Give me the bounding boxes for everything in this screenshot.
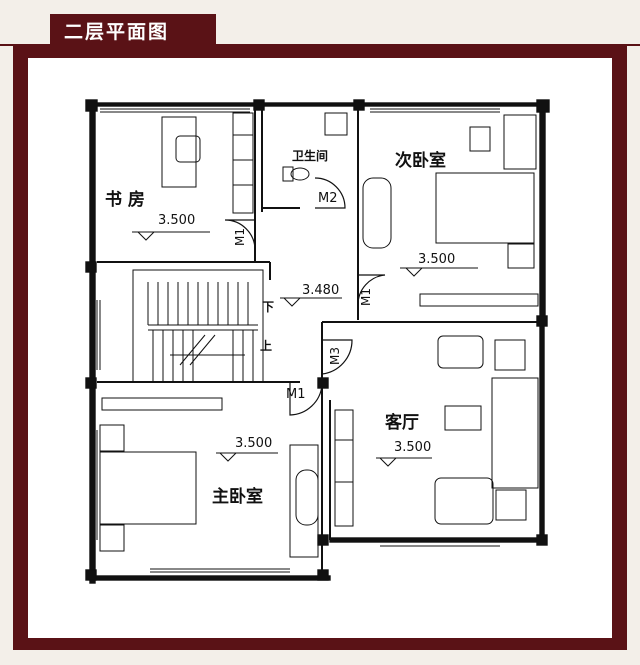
elevation-second-bedroom: 3.500 — [418, 252, 455, 267]
page-title: 二层平面图 — [50, 14, 216, 46]
door-label-living: M3 — [328, 347, 342, 365]
room-label-living: 客厅 — [384, 412, 419, 433]
bathroom-fixtures — [282, 112, 348, 182]
stair-down-label: 下 — [262, 300, 274, 314]
room-label-bathroom: 卫生间 — [292, 148, 328, 163]
elevation-master-bedroom: 3.500 — [235, 436, 272, 451]
study-furniture — [161, 112, 254, 214]
stair-up-label: 上 — [260, 338, 272, 353]
door-label-study: M1 — [233, 228, 247, 246]
master-bedroom-furniture — [99, 397, 319, 558]
door-swings — [224, 177, 386, 416]
room-label-second-bedroom: 次卧室 — [395, 150, 446, 171]
elevation-study: 3.500 — [158, 213, 195, 228]
living-furniture — [334, 335, 539, 527]
room-label-study: 书 房 — [105, 189, 145, 210]
room-label-master-bedroom: 主卧室 — [212, 486, 263, 507]
windows — [96, 108, 500, 573]
door-label-second-bedroom: M1 — [359, 288, 373, 306]
second-bedroom-furniture — [362, 114, 539, 307]
elevation-markers — [132, 231, 478, 467]
title-rule — [0, 44, 640, 46]
elevation-living: 3.500 — [394, 440, 431, 455]
door-label-master-bedroom: M1 — [286, 387, 306, 402]
elevation-stair-landing: 3.480 — [302, 283, 339, 298]
stair — [132, 269, 264, 383]
door-label-bath: M2 — [318, 191, 338, 206]
